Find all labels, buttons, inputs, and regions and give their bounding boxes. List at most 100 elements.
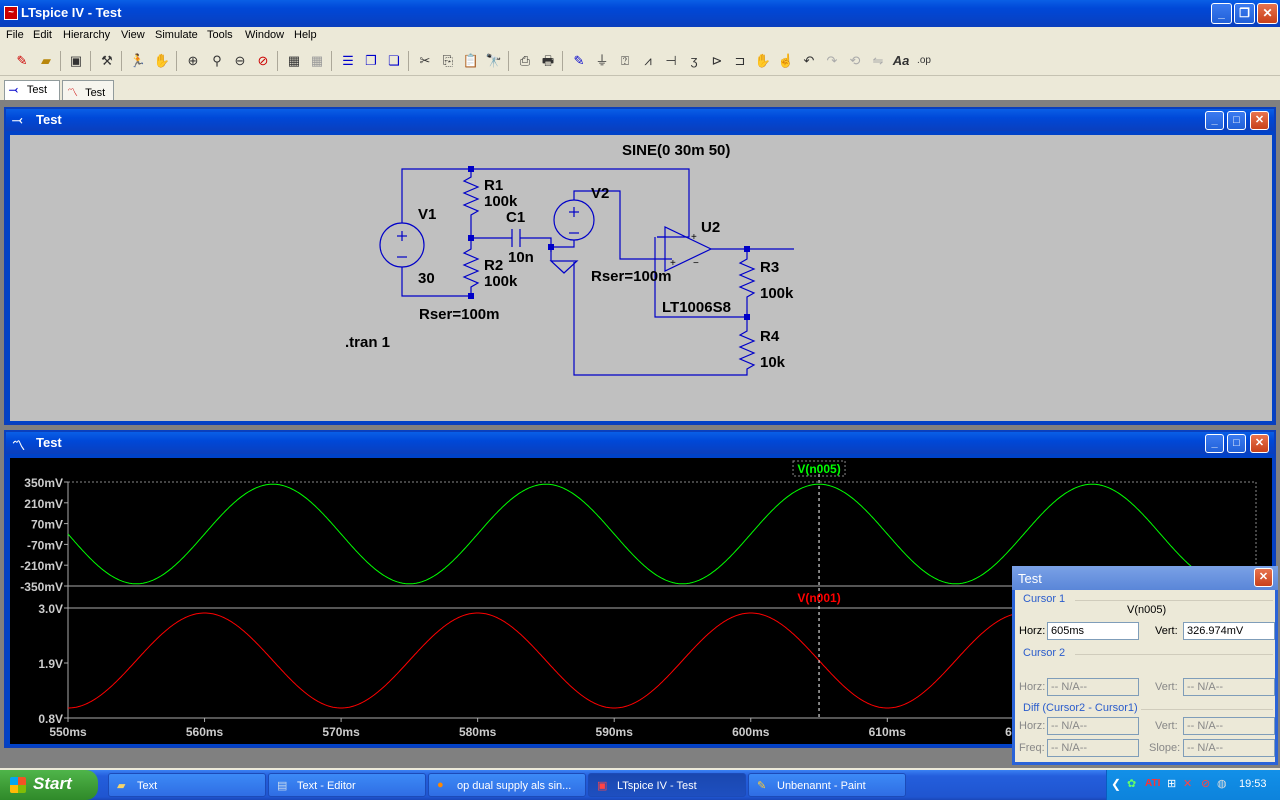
pan-icon[interactable]: ⚲: [212, 53, 222, 68]
tray-expand-icon[interactable]: ❮: [1111, 777, 1122, 791]
wire: [401, 168, 690, 238]
cursor1-horz-field[interactable]: 605ms: [1047, 622, 1139, 640]
halt-icon[interactable]: ✋: [153, 53, 171, 68]
cursor2-horz-label: Horz:: [1019, 681, 1046, 693]
inductor-icon[interactable]: ʒ: [690, 53, 698, 68]
svg-text:−: −: [693, 258, 699, 269]
schematic-minimize-button[interactable]: _: [1205, 111, 1224, 130]
tile-vertical-icon[interactable]: ❏: [388, 53, 400, 68]
schematic-close-button[interactable]: ✕: [1250, 111, 1269, 130]
zoom-fit-icon[interactable]: ⊘: [257, 53, 269, 68]
mirror-icon[interactable]: ⇋: [872, 53, 884, 68]
r2-value: 100k: [484, 273, 518, 290]
spice-directive-icon[interactable]: .op: [917, 55, 931, 66]
print-icon[interactable]: 🖶: [541, 53, 555, 68]
toolbar-separator: [60, 51, 61, 71]
u2-label: U2: [701, 219, 720, 236]
minimize-button[interactable]: _: [1211, 3, 1232, 24]
label-net-icon[interactable]: ⍰: [621, 53, 629, 68]
tab-schematic[interactable]: ⤙ Test: [4, 80, 60, 100]
task-explorer-text[interactable]: ▰ Text: [108, 773, 266, 797]
ltspice-icon: ▣: [597, 780, 608, 792]
tran-directive: .tran 1: [345, 334, 390, 351]
menu-hierarchy[interactable]: Hierarchy: [63, 29, 111, 41]
cursor-window-close-button[interactable]: ✕: [1254, 568, 1273, 587]
diode-icon[interactable]: ⊳: [711, 53, 723, 68]
x-tick-label: 550ms: [49, 725, 87, 739]
menu-view[interactable]: View: [121, 29, 145, 41]
tab-waveform[interactable]: 〽 Test: [62, 80, 114, 100]
cut-icon[interactable]: ✂: [419, 53, 431, 68]
junction: [468, 235, 474, 241]
menu-help[interactable]: Help: [294, 29, 317, 41]
waveform-minimize-button[interactable]: _: [1205, 434, 1224, 453]
waveform-close-button[interactable]: ✕: [1250, 434, 1269, 453]
restore-button[interactable]: ❐: [1234, 3, 1255, 24]
waveform-title: Test: [36, 435, 62, 450]
menu-file[interactable]: File: [6, 29, 24, 41]
tile-horizontal-icon[interactable]: ☰: [342, 53, 354, 68]
tray-red-icon[interactable]: ✕: [1183, 778, 1193, 790]
print-preview-icon[interactable]: ⎙: [519, 53, 531, 68]
cursor1-vert-field[interactable]: 326.974mV: [1183, 622, 1275, 640]
r2-resistor: [462, 238, 480, 296]
r4-value: 10k: [760, 354, 786, 371]
task-ltspice[interactable]: ▣ LTspice IV - Test: [588, 773, 746, 797]
wire: [654, 237, 747, 318]
schematic-canvas[interactable]: SINE(0 30m 50) V1 30 R1 100k C1 10n V2 U…: [10, 135, 1272, 421]
waveform-maximize-button[interactable]: □: [1227, 434, 1246, 453]
grid-icon[interactable]: ▦: [310, 53, 324, 68]
control-panel-icon[interactable]: ⚒: [101, 53, 113, 68]
tab-label: Test: [85, 87, 106, 99]
cursor-window-title: Test: [1018, 571, 1042, 586]
undo-icon[interactable]: ↶: [803, 53, 815, 68]
zoom-in-icon[interactable]: ⊕: [187, 53, 199, 68]
y-tick-label: 350mV: [24, 476, 63, 490]
menu-window[interactable]: Window: [245, 29, 285, 41]
task-firefox[interactable]: ● op dual supply als sin...: [428, 773, 586, 797]
ati-icon[interactable]: ATI: [1145, 778, 1161, 789]
save-icon[interactable]: ▣: [69, 53, 83, 68]
copy-icon[interactable]: ⎘: [442, 53, 454, 68]
cascade-icon[interactable]: ❐: [365, 53, 377, 68]
rotate-icon[interactable]: ⟲: [849, 53, 861, 68]
network-icon[interactable]: ⊞: [1167, 778, 1177, 790]
schematic-title: Test: [36, 112, 62, 127]
menu-tools[interactable]: Tools: [207, 29, 233, 41]
security-icon[interactable]: ⊘: [1201, 778, 1211, 790]
move-icon[interactable]: ✋: [754, 53, 772, 68]
capacitor-icon[interactable]: ⊣: [665, 53, 677, 68]
schematic-window: ⤙ Test _ □ ✕: [4, 107, 1276, 425]
run-icon[interactable]: 🏃: [129, 53, 147, 68]
zoom-out-icon[interactable]: ⊖: [234, 53, 246, 68]
cursor1-group-label: Cursor 1: [1023, 593, 1066, 605]
r3-label: R3: [760, 259, 779, 276]
schematic-maximize-button[interactable]: □: [1227, 111, 1246, 130]
menu-simulate[interactable]: Simulate: [155, 29, 198, 41]
r2-label: R2: [484, 257, 503, 274]
close-button[interactable]: ✕: [1257, 3, 1278, 24]
drag-icon[interactable]: ☝: [777, 53, 795, 68]
draw-wire-icon[interactable]: ✎: [573, 53, 585, 68]
menu-bar: File Edit Hierarchy View Simulate Tools …: [0, 27, 1280, 46]
redo-icon[interactable]: ↷: [826, 53, 838, 68]
tray-icon[interactable]: ◍: [1217, 778, 1227, 790]
start-button[interactable]: Start: [0, 770, 98, 800]
trace-label-box: [792, 460, 846, 477]
tray-green-icon[interactable]: ✿: [1127, 778, 1137, 790]
c1-label: C1: [506, 209, 525, 226]
text-icon[interactable]: Aa: [892, 53, 910, 68]
component-icon[interactable]: ⊐: [734, 53, 746, 68]
task-text-editor[interactable]: ▤ Text - Editor: [268, 773, 426, 797]
task-paint[interactable]: ✎ Unbenannt - Paint: [748, 773, 906, 797]
autorange-icon[interactable]: ▦: [287, 53, 301, 68]
ground-icon[interactable]: ⏚: [595, 53, 609, 68]
cursor2-horz-field: -- N/A--: [1047, 678, 1139, 696]
menu-edit[interactable]: Edit: [33, 29, 52, 41]
find-icon[interactable]: 🔭: [485, 53, 503, 68]
paste-icon[interactable]: 📋: [462, 53, 480, 68]
wire: [550, 240, 575, 252]
new-schematic-icon[interactable]: ✎: [16, 53, 28, 68]
resistor-icon[interactable]: ⩘: [644, 53, 652, 68]
open-folder-icon[interactable]: ▰: [41, 53, 51, 68]
